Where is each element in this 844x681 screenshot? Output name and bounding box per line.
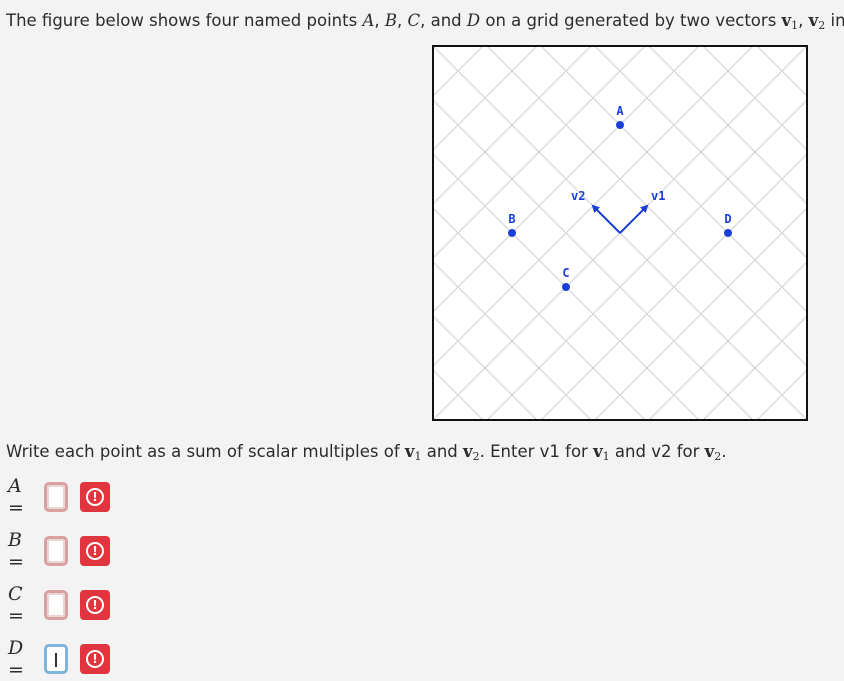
instr-text: and <box>421 442 464 461</box>
instr-vector-v2: v <box>463 442 473 461</box>
instr-text: . <box>721 442 727 461</box>
answer-input-d[interactable] <box>44 644 68 674</box>
grid-line <box>701 314 808 421</box>
intro-text: on a grid generated by two vectors <box>480 11 782 30</box>
instr-vector-v2: v <box>704 442 715 461</box>
answer-field-d[interactable] <box>47 647 65 671</box>
grid-line <box>432 45 593 206</box>
grid-line <box>432 98 755 421</box>
grid-line <box>593 45 808 260</box>
grid-line <box>432 45 539 152</box>
answer-input-a[interactable] <box>44 482 68 512</box>
vector-label-v2: v2 <box>571 189 585 203</box>
instr-vector-v1: v <box>593 442 603 461</box>
answer-label-b: B = <box>8 529 42 573</box>
grid-line <box>485 45 808 368</box>
grid-line <box>432 206 647 421</box>
grid-figure: v1 v2 A B C D <box>432 45 808 421</box>
exclamation-circle-icon: ! <box>86 596 104 614</box>
vector-v2 <box>591 204 621 234</box>
answer-row-a: A = ! <box>8 475 110 519</box>
answer-label-a: A = <box>8 475 42 519</box>
answer-input-c[interactable] <box>44 590 68 620</box>
answer-var: D <box>8 637 24 659</box>
intro-point-a: A <box>362 11 375 30</box>
vector-label-v1: v1 <box>651 189 665 203</box>
answer-label-d: D = <box>8 637 42 681</box>
grid-svg: v1 v2 A B C D <box>432 45 808 421</box>
grid-line <box>647 260 808 421</box>
intro-vector-v1: v <box>781 11 792 30</box>
point-label-b: B <box>508 212 515 226</box>
answer-field-a[interactable] <box>47 485 65 509</box>
grid-line <box>432 45 755 368</box>
error-badge-b[interactable]: ! <box>80 536 110 566</box>
point-label-a: A <box>616 104 624 118</box>
figure-border <box>432 45 808 421</box>
instructions: Write each point as a sum of scalar mult… <box>6 440 842 469</box>
point-c <box>562 283 570 291</box>
vector-v1 <box>619 204 649 234</box>
grid-line <box>701 45 808 152</box>
error-badge-c[interactable]: ! <box>80 590 110 620</box>
point-label-d: D <box>724 212 731 226</box>
answer-label-c: C = <box>8 583 42 627</box>
grid-line <box>647 45 808 206</box>
instr-sub: 1 <box>414 450 422 463</box>
intro-sep: , and <box>420 11 467 30</box>
answer-field-b[interactable] <box>47 539 65 563</box>
point-a <box>616 121 624 129</box>
problem-intro: The figure below shows four named points… <box>6 4 844 38</box>
answer-input-b[interactable] <box>44 536 68 566</box>
intro-point-b: B <box>384 11 397 30</box>
instr-sub: 2 <box>714 450 722 463</box>
intro-sep: in <box>830 11 844 30</box>
exclamation-circle-icon: ! <box>86 488 104 506</box>
answer-row-d: D = ! <box>8 637 110 681</box>
answer-eq: = <box>8 659 24 681</box>
answer-eq: = <box>8 497 24 519</box>
point-label-c: C <box>562 266 569 280</box>
answer-row-c: C = ! <box>8 583 110 627</box>
answer-field-c[interactable] <box>47 593 65 617</box>
intro-sub: 2 <box>818 19 826 32</box>
grid-line <box>485 98 808 421</box>
instr-text: Write each point as a sum of scalar mult… <box>6 442 405 461</box>
error-badge-d[interactable]: ! <box>80 644 110 674</box>
instr-vector-v1: v <box>404 442 415 461</box>
intro-text: The figure below shows four named points <box>6 11 363 30</box>
answer-var: C <box>8 583 23 605</box>
grid-line <box>593 206 808 421</box>
answer-eq: = <box>8 551 24 573</box>
intro-point-c: C <box>407 11 421 30</box>
instr-text: . Enter v1 for <box>479 442 594 461</box>
grid-line <box>432 45 647 260</box>
intro-sub: 1 <box>791 19 799 32</box>
instr-text: and v2 for <box>609 442 705 461</box>
answer-var: A <box>8 475 22 497</box>
exclamation-circle-icon: ! <box>86 542 104 560</box>
intro-sep: , <box>374 11 385 30</box>
intro-sep: , <box>798 11 809 30</box>
instr-sub: 1 <box>602 450 610 463</box>
grid-line <box>432 260 593 421</box>
exclamation-circle-icon: ! <box>86 650 104 668</box>
grid-line <box>432 314 539 421</box>
intro-sep: , <box>397 11 408 30</box>
answer-var: B <box>8 529 22 551</box>
error-badge-a[interactable]: ! <box>80 482 110 512</box>
point-b <box>508 229 516 237</box>
intro-point-d: D <box>466 11 481 30</box>
instr-sub: 2 <box>472 450 480 463</box>
answer-eq: = <box>8 605 24 627</box>
point-d <box>724 229 732 237</box>
answer-row-b: B = ! <box>8 529 110 573</box>
intro-vector-v2: v <box>808 11 819 30</box>
